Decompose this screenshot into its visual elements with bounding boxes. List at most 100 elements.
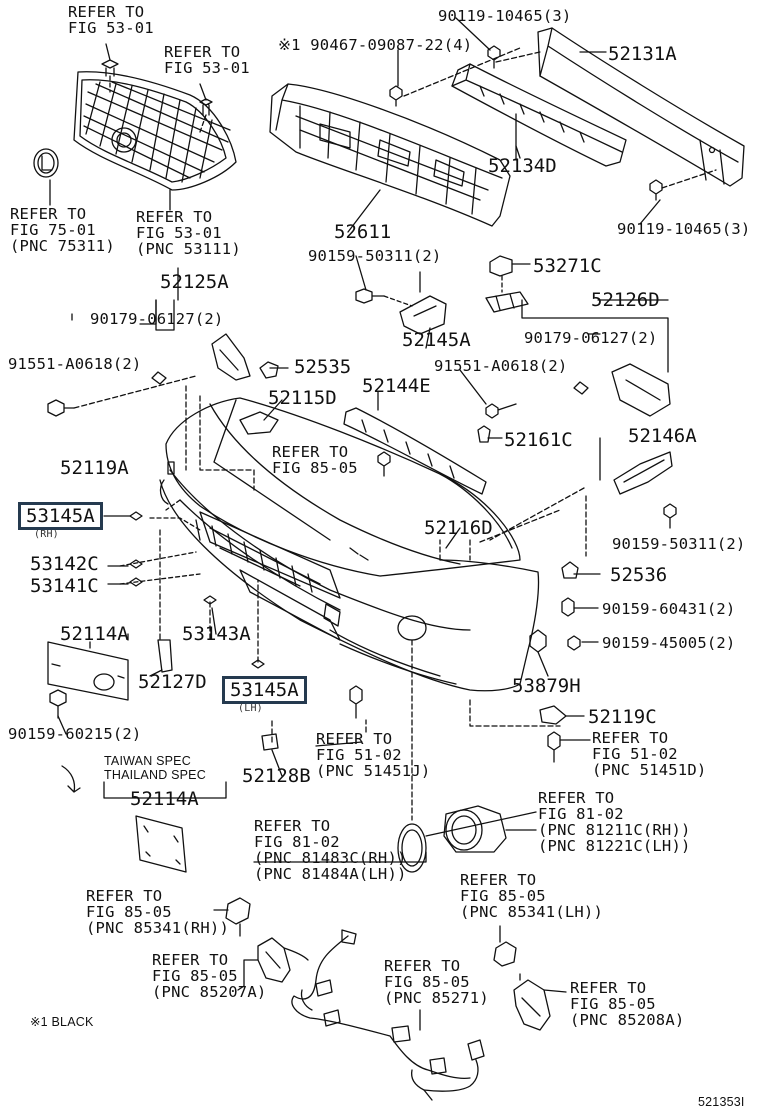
callout-line: (PNC 85341(LH)) [460,903,603,921]
spec-note: TAIWAN SPEC [104,754,191,768]
callout-line: REFER TO [10,205,87,223]
callout-line: 52119C [588,706,657,728]
radiator-grille [73,71,237,191]
callout-line: 91551-A0618(2) [8,355,142,373]
callout-c14: 52126D [591,290,660,310]
callout-line: 90179-06127(2) [524,329,658,347]
callout-c21: 52144E [362,376,431,396]
callout-c35: 90159-45005(2) [602,635,735,651]
sensor-lh [493,925,517,967]
callout-c12: 53271C [533,256,602,276]
callout-c24: 52161C [504,430,573,450]
callout-line: REFER TO [254,817,331,835]
callout-line: FIG 51-02 [592,745,678,763]
callout-c6: 52134D [488,156,557,176]
callout-c40: 52119C [588,707,657,727]
callout-line: 53271C [533,255,602,277]
callout-line: FIG 53-01 [136,224,222,242]
callout-line: FIG 81-02 [538,805,624,823]
callout-line: 90119-10465(3) [617,220,751,238]
callout-line: 52134D [488,155,557,177]
callout-line: FIG 85-05 [460,887,546,905]
footnote: ※1 BLACK [30,1015,94,1029]
callout-c20: 91551-A0618(2) [434,358,567,374]
callout-line: 91551-A0618(2) [434,357,568,375]
callout-line: 52145A [402,329,471,351]
callout-line: 90179-06127(2) [90,310,224,328]
callout-line: 90159-50311(2) [308,247,442,265]
callout-c3: 90119-10465(3) [438,8,571,24]
callout-line: (PNC 81221C(LH)) [538,837,691,855]
callout-c9: 52611 [334,222,391,242]
callout-line: REFER TO [152,951,229,969]
bumper-cover [159,397,540,692]
callout-line: (PNC 85207A) [152,983,267,1001]
sensor-holder-lh [513,979,567,1031]
callout-c26: 52119A [60,458,129,478]
callout-line: 52116D [424,517,493,539]
emblem [33,148,59,178]
callout-line: 53141C [30,575,99,597]
callout-c33: 52114A [60,624,129,644]
callout-line: FIG 51-02 [316,746,402,764]
callout-line: REFER TO [570,979,647,997]
highlighted-part-h1[interactable]: 53145A [18,502,103,530]
callout-c29: 53142C [30,554,99,574]
callout-line: FIG 53-01 [164,59,250,77]
callout-c30: 52536 [610,565,667,585]
callout-c34: 53143A [182,624,251,644]
callout-line: REFER TO [68,3,145,21]
wire-harness [291,929,485,1101]
callout-c37: 53879H [512,676,581,696]
callout-line: REFER TO [316,730,393,748]
callout-c22: 52115D [268,388,337,408]
callout-line: REFER TO [272,443,349,461]
callout-line: 52128B [242,765,311,787]
callout-line: 52611 [334,221,392,243]
highlighted-part-side: (RH) [34,529,59,540]
energy-absorber [269,83,511,227]
callout-line: 52114A [130,788,199,810]
callout-line: REFER TO [136,208,213,226]
callout-line: (PNC 81211C(RH)) [538,821,691,839]
callout-c11: 90159-50311(2) [308,248,441,264]
callout-line: (PNC 81483C(RH)) [254,849,407,867]
callout-c17: 90179-06127(2) [524,330,657,346]
fog-lamp [443,805,537,853]
callout-line: FIG 85-05 [272,459,358,477]
callout-line: (PNC 85341(RH)) [86,919,229,937]
callout-line: 52161C [504,429,573,451]
callout-line: (PNC 51451D) [592,761,707,779]
callout-c19: 52535 [294,357,351,377]
callout-line: FIG 75-01 [10,221,96,239]
highlighted-part-h2[interactable]: 53145A [222,676,307,704]
callout-line: FIG 81-02 [254,833,340,851]
callout-line: FIG 85-05 [570,995,656,1013]
figure-id: 521353I [698,1095,745,1109]
callout-line: (PNC 51451J) [316,762,431,780]
sensor-rh [213,897,251,925]
callout-line: 52131A [608,43,677,65]
callout-line: REFER TO [384,957,461,975]
callout-line: 53879H [512,675,581,697]
callout-line: 53142C [30,553,99,575]
callout-line: 90119-10465(3) [438,7,572,25]
callout-c42: 52128B [242,766,311,786]
callout-c10: 90119-10465(3) [617,221,750,237]
sensor-holder-rh [257,937,309,983]
callout-c43: 52114A [130,789,199,809]
